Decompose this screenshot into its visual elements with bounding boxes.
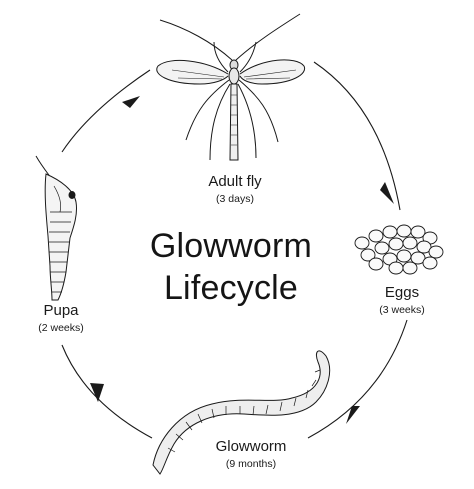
glowworm-larva-icon: [152, 350, 331, 475]
arc-eggs-to-glowworm: [307, 319, 408, 439]
arrowhead-bottom-right-icon: [346, 406, 360, 424]
arrowhead-top-left-icon: [122, 96, 140, 108]
diagram-title-line-2: Lifecycle: [163, 269, 299, 307]
glowworm-duration: (9 months): [225, 458, 277, 470]
arrowhead-bottom-left-icon: [90, 383, 104, 402]
cycle-arrowheads: [90, 96, 394, 424]
diagram-title-line-1: Glowworm: [149, 227, 313, 265]
arrowhead-right-icon: [380, 182, 394, 204]
glowworm-label: Glowworm: [215, 438, 287, 455]
adult-fly-icon: [156, 13, 306, 161]
pupa-label: Pupa: [43, 302, 79, 319]
adult-fly-label: Adult fly: [208, 173, 262, 190]
pupa-duration: (2 weeks): [38, 322, 84, 334]
eggs-duration: (3 weeks): [379, 304, 425, 316]
eggs-cluster-icon: [354, 224, 444, 275]
arc-pupa-to-adult: [61, 69, 151, 153]
arc-glowworm-to-pupa: [61, 344, 153, 439]
eggs-label: Eggs: [384, 284, 420, 301]
adult-fly-duration: (3 days): [216, 193, 254, 205]
pupa-icon: [35, 155, 77, 301]
arc-adult-to-eggs: [313, 61, 401, 211]
